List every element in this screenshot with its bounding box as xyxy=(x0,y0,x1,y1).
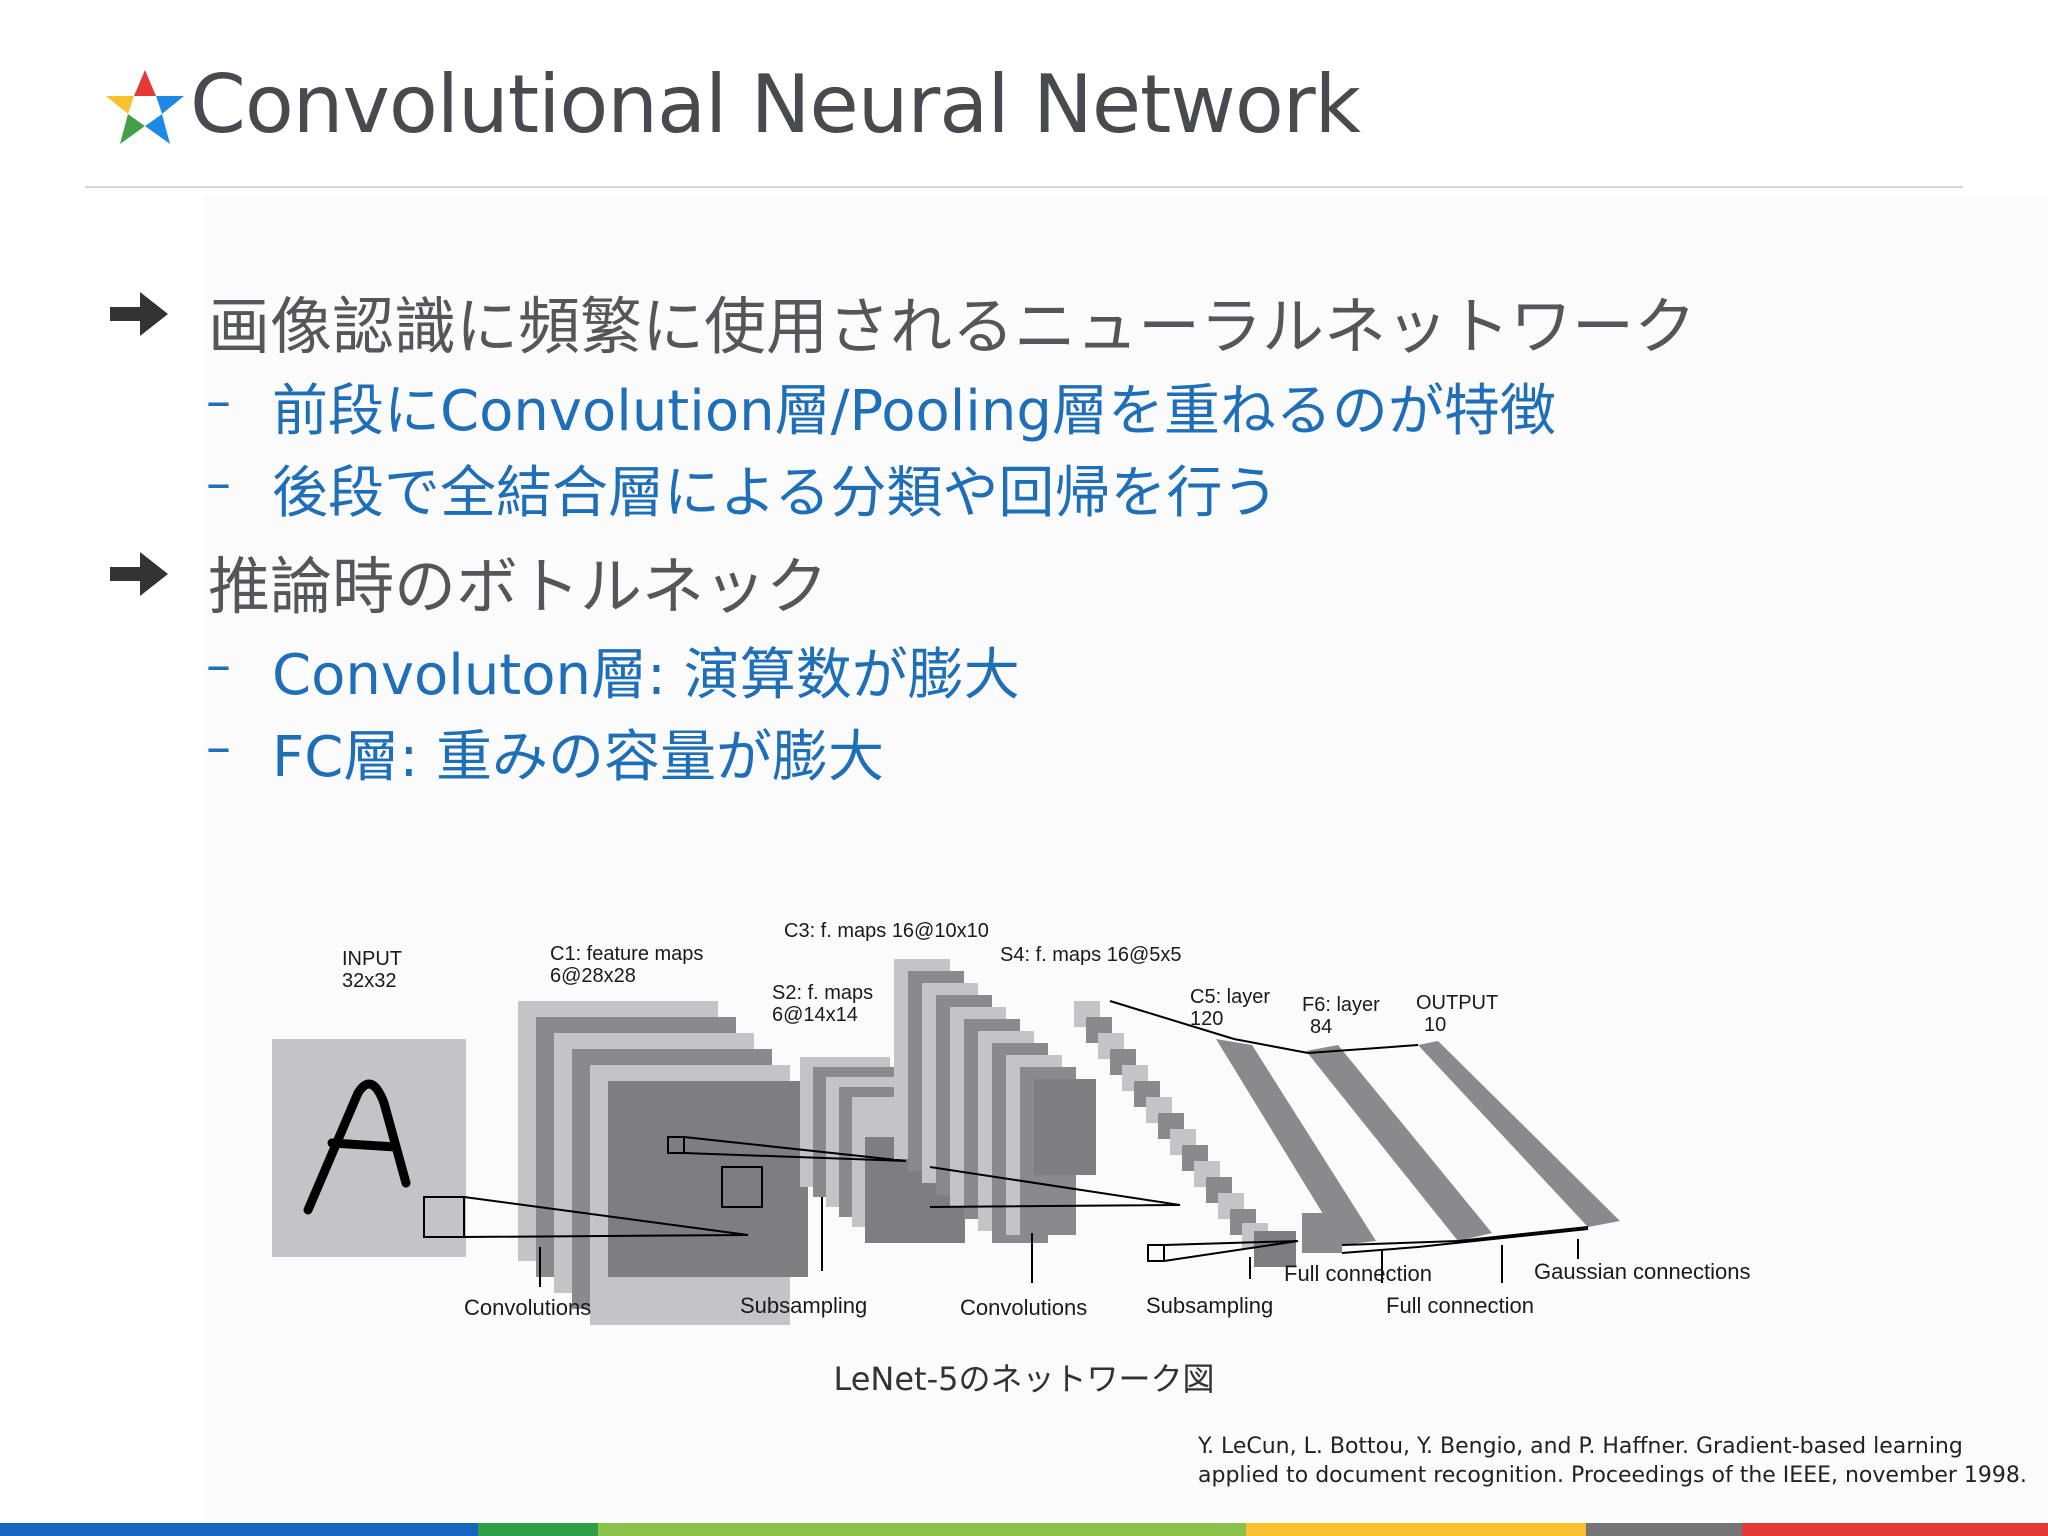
sub-bullet-dash: – xyxy=(206,636,231,694)
op-full-connection-2: Full connection xyxy=(1386,1293,1534,1318)
arrow-right-icon xyxy=(110,552,168,596)
title-divider xyxy=(85,186,1963,188)
output-title: OUTPUT xyxy=(1416,992,1498,1014)
input-size: 32x32 xyxy=(342,970,397,992)
f6-band xyxy=(1306,1045,1492,1241)
citation-line-1: Y. LeCun, L. Bottou, Y. Bengio, and P. H… xyxy=(1198,1434,1963,1459)
citation: Y. LeCun, L. Bottou, Y. Bengio, and P. H… xyxy=(1198,1432,2027,1490)
s4-label: S4: f. maps 16@5x5 xyxy=(1000,944,1182,966)
bullet-1-text: 画像認識に頻繁に使用されるニューラルネットワーク xyxy=(208,290,1697,363)
f6-size: 84 xyxy=(1310,1016,1332,1038)
op-full-connection-1: Full connection xyxy=(1284,1261,1432,1286)
c1-title: C1: feature maps xyxy=(550,943,703,965)
footer-color-bar xyxy=(0,1523,2048,1536)
output-band xyxy=(1418,1041,1620,1227)
s2-title: S2: f. maps xyxy=(772,982,873,1004)
footer-segment xyxy=(478,1523,598,1536)
input-title: INPUT xyxy=(342,948,402,970)
s4-front-map xyxy=(1254,1231,1296,1267)
input-letter-a xyxy=(303,1079,411,1215)
c5-band xyxy=(1216,1039,1376,1245)
c5-title: C5: layer xyxy=(1190,986,1270,1008)
f6-title: F6: layer xyxy=(1302,994,1380,1016)
footer-segment xyxy=(1246,1523,1586,1536)
slide-title: Convolutional Neural Network xyxy=(190,58,1361,151)
c3-front-map xyxy=(1034,1079,1096,1175)
c3-label: C3: f. maps 16@10x10 xyxy=(784,920,989,942)
arrow-right-icon xyxy=(110,292,168,336)
op-convolutions-1: Convolutions xyxy=(464,1295,591,1320)
lenet5-diagram: INPUT 32x32 C1: feature maps 6@28x28 S2:… xyxy=(272,920,1750,1325)
c5-size: 120 xyxy=(1190,1008,1223,1030)
output-size: 10 xyxy=(1424,1014,1446,1036)
s2-size: 6@14x14 xyxy=(772,1004,858,1026)
footer-segment xyxy=(0,1523,478,1536)
sub-bullet-1-2: 後段で全結合層による分類や回帰を行う xyxy=(272,461,1279,526)
sub-bullet-2-2: FC層: 重みの容量が膨大 xyxy=(272,725,884,790)
diagram-caption: LeNet-5のネットワーク図 xyxy=(833,1360,1215,1398)
op-subsampling-1: Subsampling xyxy=(740,1293,867,1318)
footer-segment xyxy=(598,1523,1246,1536)
c1-size: 6@28x28 xyxy=(550,965,636,987)
op-gaussian: Gaussian connections xyxy=(1534,1259,1750,1284)
sub-bullet-dash: – xyxy=(206,718,231,776)
c1-front-map xyxy=(608,1081,808,1277)
star-logo-icon xyxy=(106,70,184,144)
op-subsampling-2: Subsampling xyxy=(1146,1293,1273,1318)
op-convolutions-2: Convolutions xyxy=(960,1295,1087,1320)
sub-bullet-2-1: Convoluton層: 演算数が膨大 xyxy=(272,643,1020,708)
footer-segment xyxy=(1742,1523,2048,1536)
content-background xyxy=(204,198,2048,1518)
footer-segment xyxy=(1586,1523,1742,1536)
citation-line-2: applied to document recognition. Proceed… xyxy=(1198,1463,2027,1488)
sub-bullet-1-1: 前段にConvolution層/Pooling層を重ねるのが特徴 xyxy=(272,379,1556,444)
sub-bullet-dash: – xyxy=(206,372,231,430)
bullet-2-text: 推論時のボトルネック xyxy=(208,550,829,623)
sub-bullet-dash: – xyxy=(206,454,231,512)
